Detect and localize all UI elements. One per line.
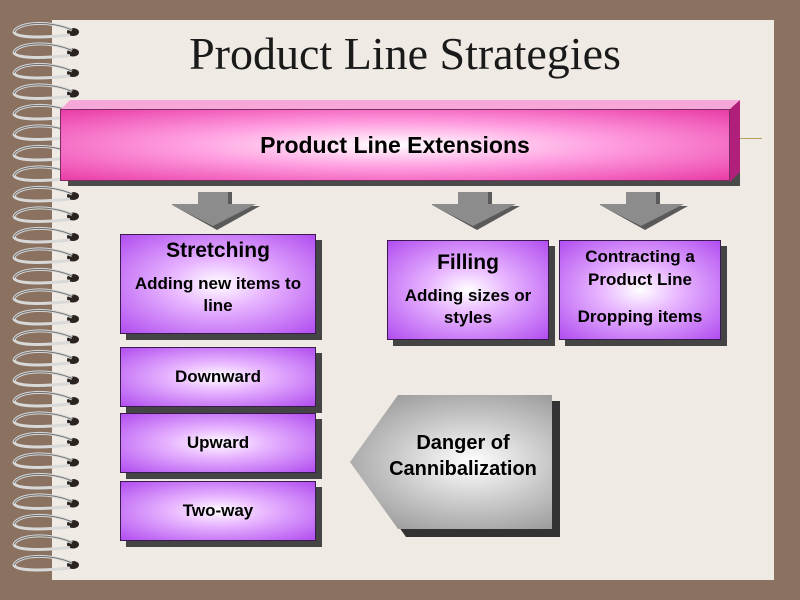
- spiral-ring: [12, 554, 79, 572]
- stretching-box: Stretching Adding new items to line: [120, 234, 316, 334]
- spiral-ring: [12, 534, 79, 551]
- danger-label: Danger of Cannibalization: [389, 432, 537, 480]
- spiral-ring: [12, 370, 79, 387]
- two-way-label: Two-way: [182, 501, 254, 520]
- spiral-ring: [12, 185, 79, 203]
- spiral-ring: [12, 431, 79, 449]
- spiral-ring: [12, 21, 79, 39]
- spiral-ring: [12, 452, 79, 469]
- spiral-ring: [12, 42, 79, 59]
- contracting-description: Dropping items: [577, 307, 703, 326]
- banner-side-face: [730, 100, 740, 182]
- spiral-ring: [12, 206, 79, 223]
- stretching-description: Adding new items to line: [134, 274, 302, 315]
- product-line-extensions-banner: [60, 109, 730, 181]
- spiral-ring: [12, 62, 79, 80]
- spiral-ring: [12, 390, 79, 408]
- downward-box: Downward: [120, 347, 316, 407]
- banner-label: Product Line Extensions: [260, 131, 530, 158]
- spiral-ring: [12, 267, 79, 285]
- spiral-ring: [12, 349, 79, 367]
- upward-label: Upward: [186, 433, 250, 452]
- spiral-ring: [12, 513, 79, 531]
- filling-heading: Filling: [437, 251, 499, 274]
- decorative-line: [740, 138, 762, 139]
- contracting-heading: Contracting a Product Line: [585, 247, 695, 289]
- contracting-box: Contracting a Product Line Dropping item…: [559, 240, 721, 340]
- stretching-heading: Stretching: [166, 239, 270, 262]
- filling-box: Filling Adding sizes or styles: [387, 240, 549, 340]
- spiral-ring: [12, 493, 79, 510]
- danger-chevron: [350, 395, 552, 529]
- spiral-ring: [12, 329, 79, 346]
- page-title: Product Line Strategies: [189, 28, 621, 79]
- spiral-ring: [12, 411, 79, 428]
- filling-description: Adding sizes or styles: [404, 286, 532, 327]
- spiral-ring: [12, 288, 79, 305]
- banner-top-face: [60, 100, 740, 110]
- downward-label: Downward: [175, 367, 261, 386]
- spiral-ring: [12, 247, 79, 264]
- down-arrow-icon: [172, 192, 260, 230]
- down-arrow-icon: [600, 192, 688, 230]
- spiral-ring: [12, 226, 79, 244]
- spiral-binding: [12, 21, 79, 572]
- spiral-ring: [12, 83, 79, 100]
- spiral-ring: [12, 472, 79, 490]
- upward-box: Upward: [120, 413, 316, 473]
- down-arrow-icon: [432, 192, 520, 230]
- two-way-box: Two-way: [120, 481, 316, 541]
- spiral-ring: [12, 308, 79, 326]
